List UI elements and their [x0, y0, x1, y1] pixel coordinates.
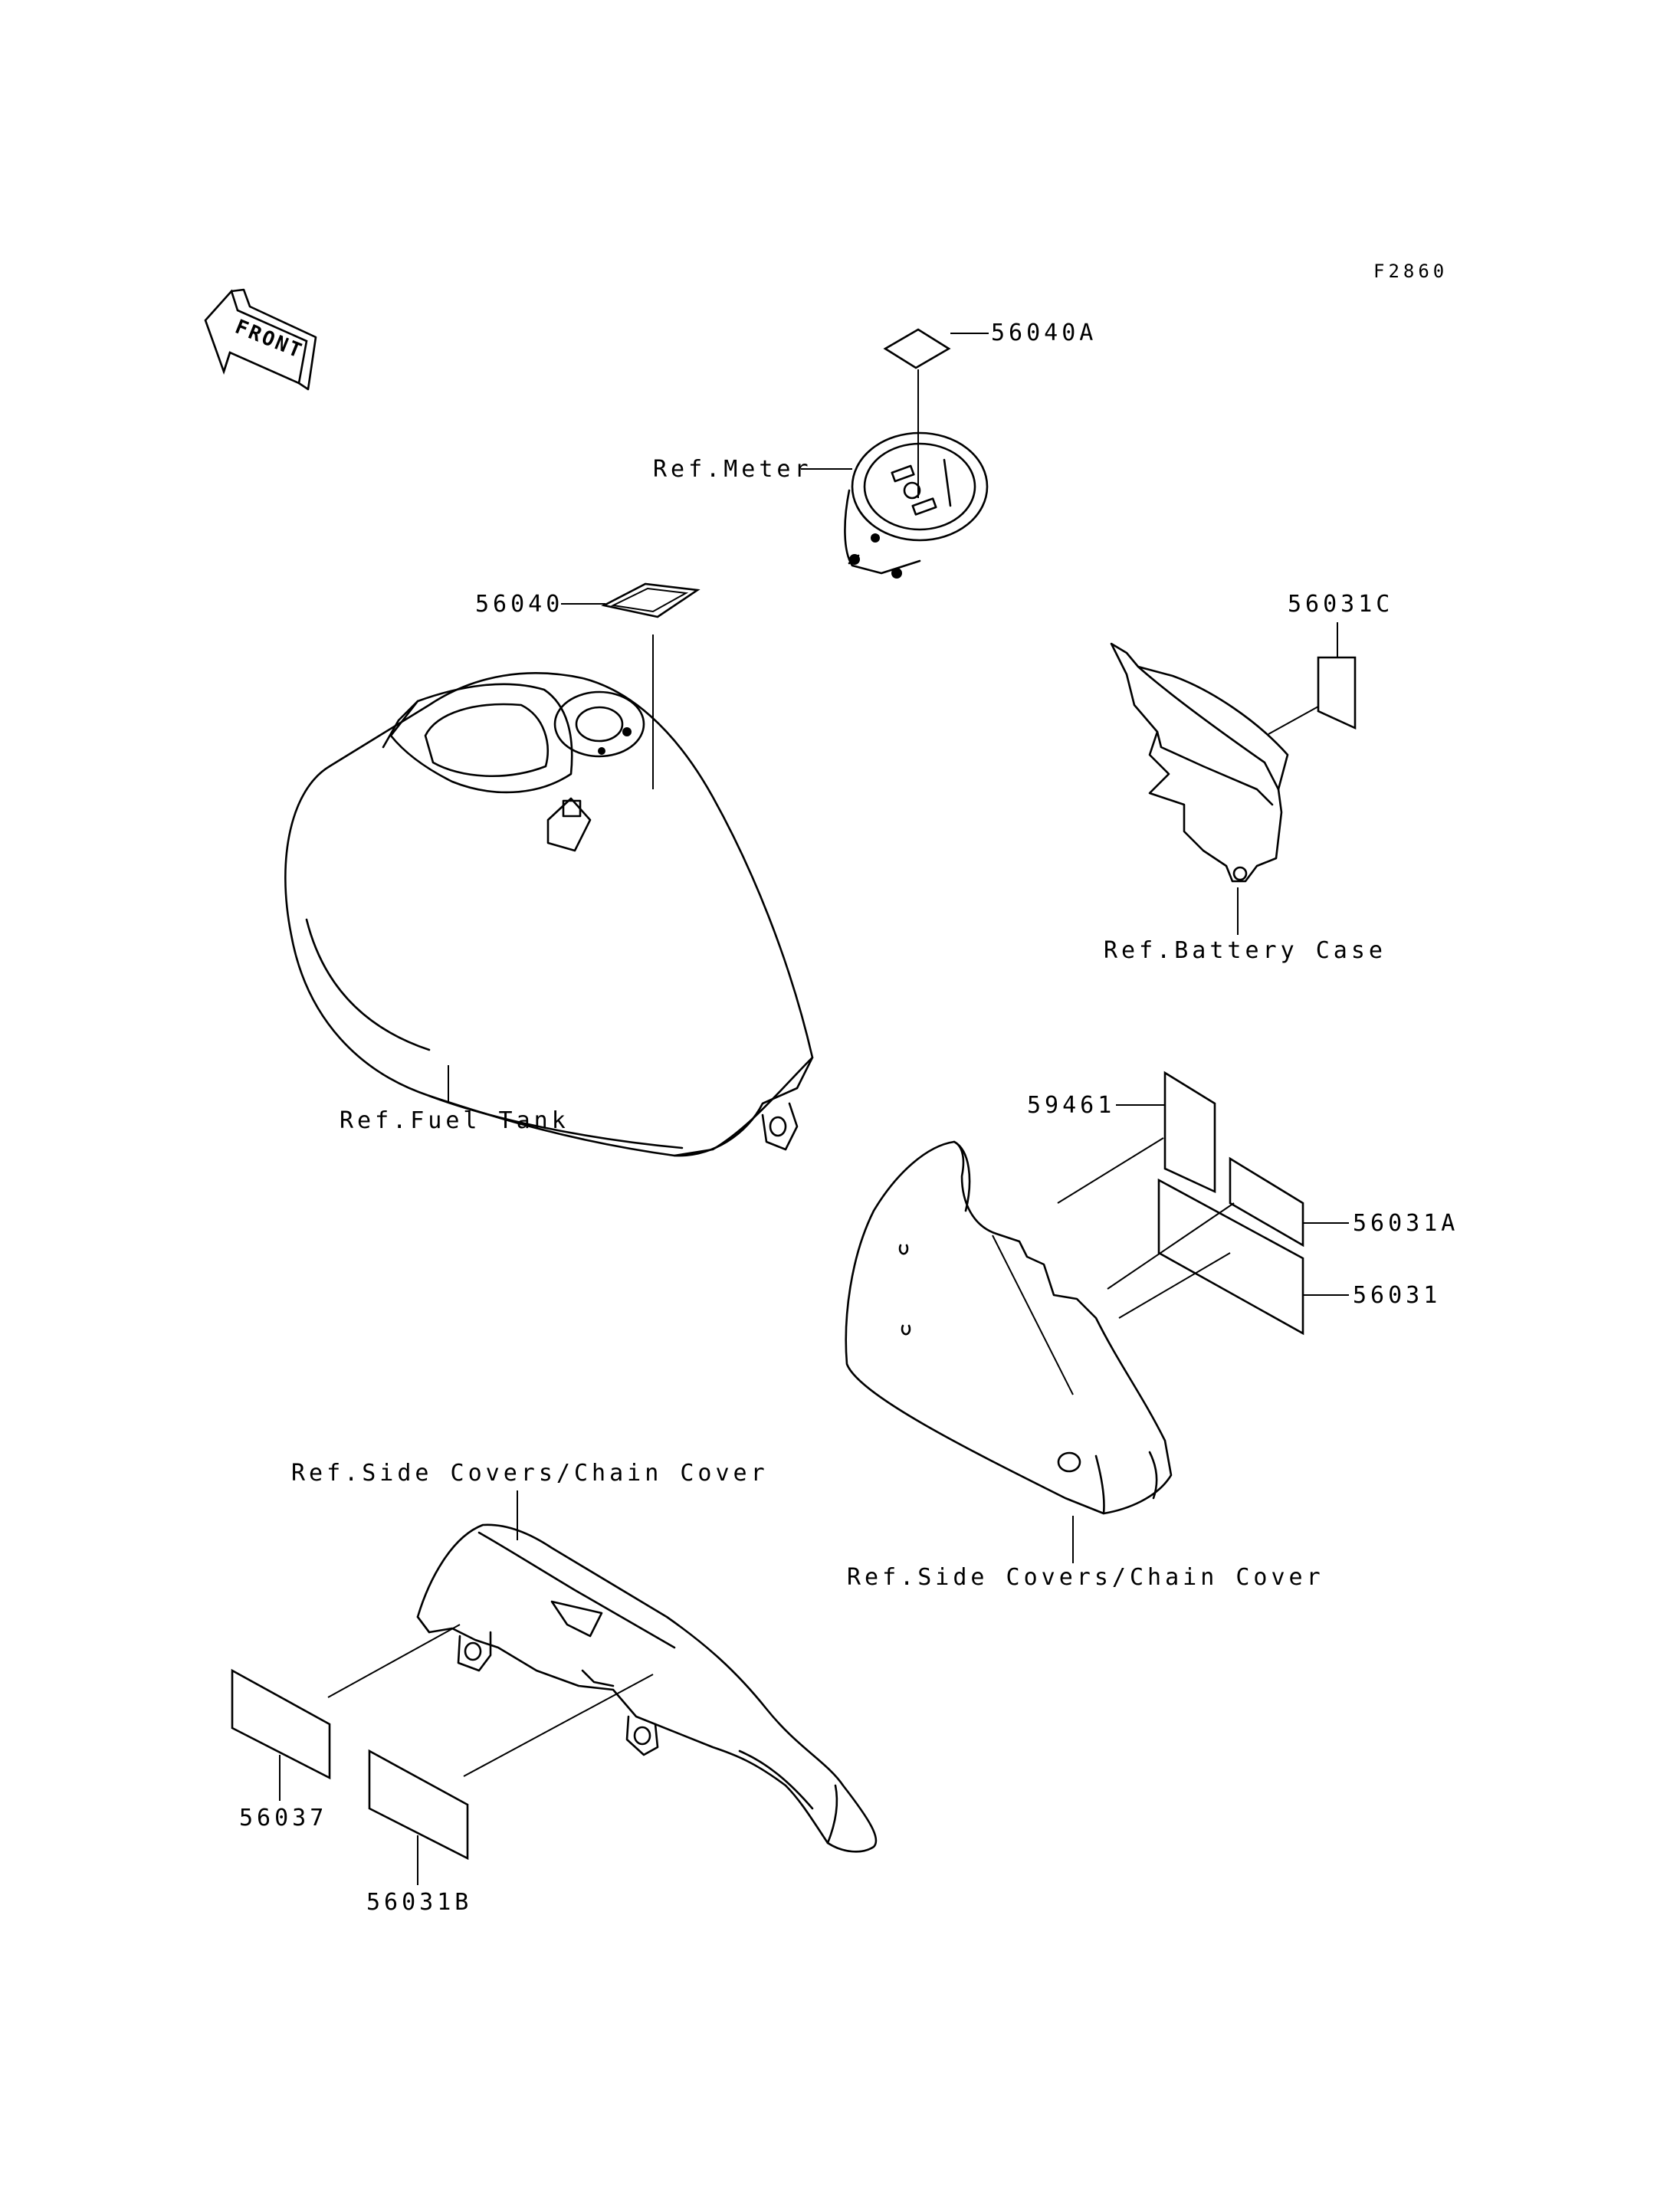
- sticker-56040: [601, 582, 701, 618]
- sticker-56031B: [368, 1749, 469, 1861]
- fuel-tank-icon: [284, 672, 814, 1157]
- sticker-56031: [1157, 1178, 1304, 1336]
- ref-fuel-tank-label: Ref.Fuel Tank: [340, 1107, 569, 1134]
- part-number-56037: 56037: [239, 1805, 327, 1831]
- battery-case-icon: [1110, 642, 1289, 883]
- chain-cover-icon: [416, 1523, 878, 1853]
- part-number-56031A: 56031A: [1353, 1210, 1459, 1237]
- side-cover-icon: [845, 1140, 1173, 1515]
- ref-side-covers-left-label: Ref.Side Covers/Chain Cover: [291, 1460, 769, 1487]
- sticker-56037: [231, 1668, 331, 1780]
- sticker-56031C: [1317, 656, 1357, 730]
- figure-code: F2860: [1373, 261, 1448, 282]
- sticker-59461: [1163, 1071, 1216, 1194]
- sticker-56040A: [883, 328, 951, 369]
- part-number-59461: 59461: [1027, 1092, 1115, 1119]
- meter-icon: [844, 431, 989, 579]
- ref-battery-case-label: Ref.Battery Case: [1104, 937, 1386, 964]
- sticker-56031A: [1229, 1156, 1304, 1248]
- part-number-56031: 56031: [1353, 1282, 1441, 1309]
- part-number-56031C: 56031C: [1288, 591, 1393, 618]
- ref-side-covers-right-label: Ref.Side Covers/Chain Cover: [847, 1564, 1324, 1591]
- part-number-56040: 56040: [475, 591, 563, 618]
- part-number-56031B: 56031B: [366, 1889, 472, 1916]
- part-number-56040A: 56040A: [991, 320, 1097, 346]
- ref-meter-label: Ref.Meter: [653, 456, 812, 483]
- front-direction-arrow-icon: FRONT: [204, 288, 317, 391]
